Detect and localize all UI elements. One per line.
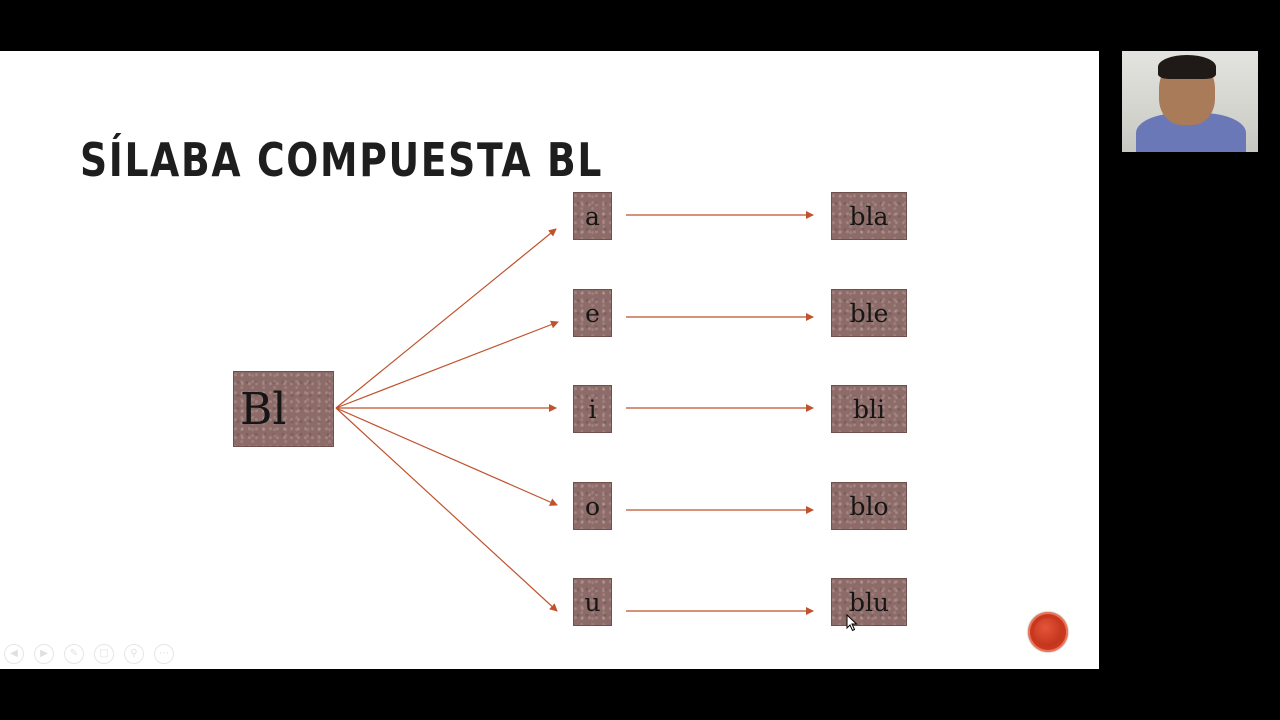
zoom-icon[interactable]: ⚲ <box>124 644 144 664</box>
arrow-root-to-a <box>335 228 557 409</box>
mouse-cursor-icon <box>846 614 858 632</box>
arrow-root-to-o <box>335 407 558 506</box>
presentation-slide: SÍLABA COMPUESTA BL Bl a e i o u bla ble… <box>0 51 1099 669</box>
vowel-box-e: e <box>573 289 612 337</box>
syllable-box-bla: bla <box>831 192 907 240</box>
record-button[interactable] <box>1028 612 1068 652</box>
webcam-person-hair <box>1158 55 1216 79</box>
root-syllable-box: Bl <box>233 371 334 447</box>
webcam-feed <box>1122 51 1258 152</box>
slides-icon[interactable]: □ <box>94 644 114 664</box>
slide-title: SÍLABA COMPUESTA BL <box>80 133 604 187</box>
pen-icon[interactable]: ✎ <box>64 644 84 664</box>
arrow-root-to-e <box>335 320 559 409</box>
vowel-box-o: o <box>573 482 612 530</box>
next-icon[interactable]: ▶ <box>34 644 54 664</box>
previous-icon[interactable]: ◀ <box>4 644 24 664</box>
arrow-layer <box>335 211 814 615</box>
syllable-box-blu: blu <box>831 578 907 626</box>
syllable-box-blo: blo <box>831 482 907 530</box>
syllable-box-bli: bli <box>831 385 907 433</box>
arrow-root-to-u <box>335 407 558 612</box>
slideshow-controls: ◀ ▶ ✎ □ ⚲ ⋯ <box>4 644 174 664</box>
vowel-box-a: a <box>573 192 612 240</box>
more-icon[interactable]: ⋯ <box>154 644 174 664</box>
vowel-box-i: i <box>573 385 612 433</box>
syllable-box-ble: ble <box>831 289 907 337</box>
vowel-box-u: u <box>573 578 612 626</box>
